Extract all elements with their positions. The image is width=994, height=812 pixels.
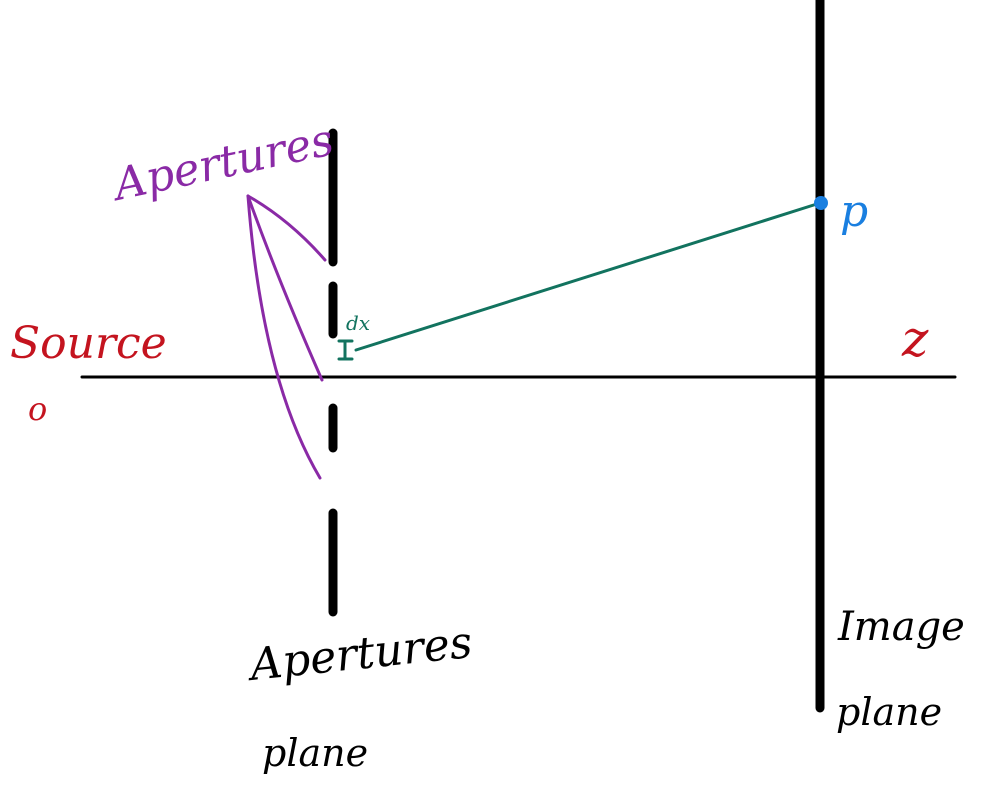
- origin-label: o: [28, 390, 47, 428]
- apertures-plane-label-line2: plane: [262, 731, 368, 775]
- dx-marker: [337, 339, 354, 361]
- image-plane-label-line2: plane: [836, 690, 942, 734]
- z-axis-label: z: [901, 310, 929, 368]
- point-p-label: p: [840, 186, 868, 237]
- apertures-pointer-arrows: [246, 194, 327, 480]
- source-label: Source: [10, 318, 167, 369]
- ray-line: [354, 201, 822, 352]
- apertures-plane-label-line1: Apertures: [244, 617, 475, 691]
- point-p-dot: [814, 196, 828, 210]
- apertures-pointer-label: Apertures: [106, 115, 338, 212]
- image-plane-label-line1: Image: [837, 604, 965, 650]
- dx-label: dx: [346, 311, 370, 335]
